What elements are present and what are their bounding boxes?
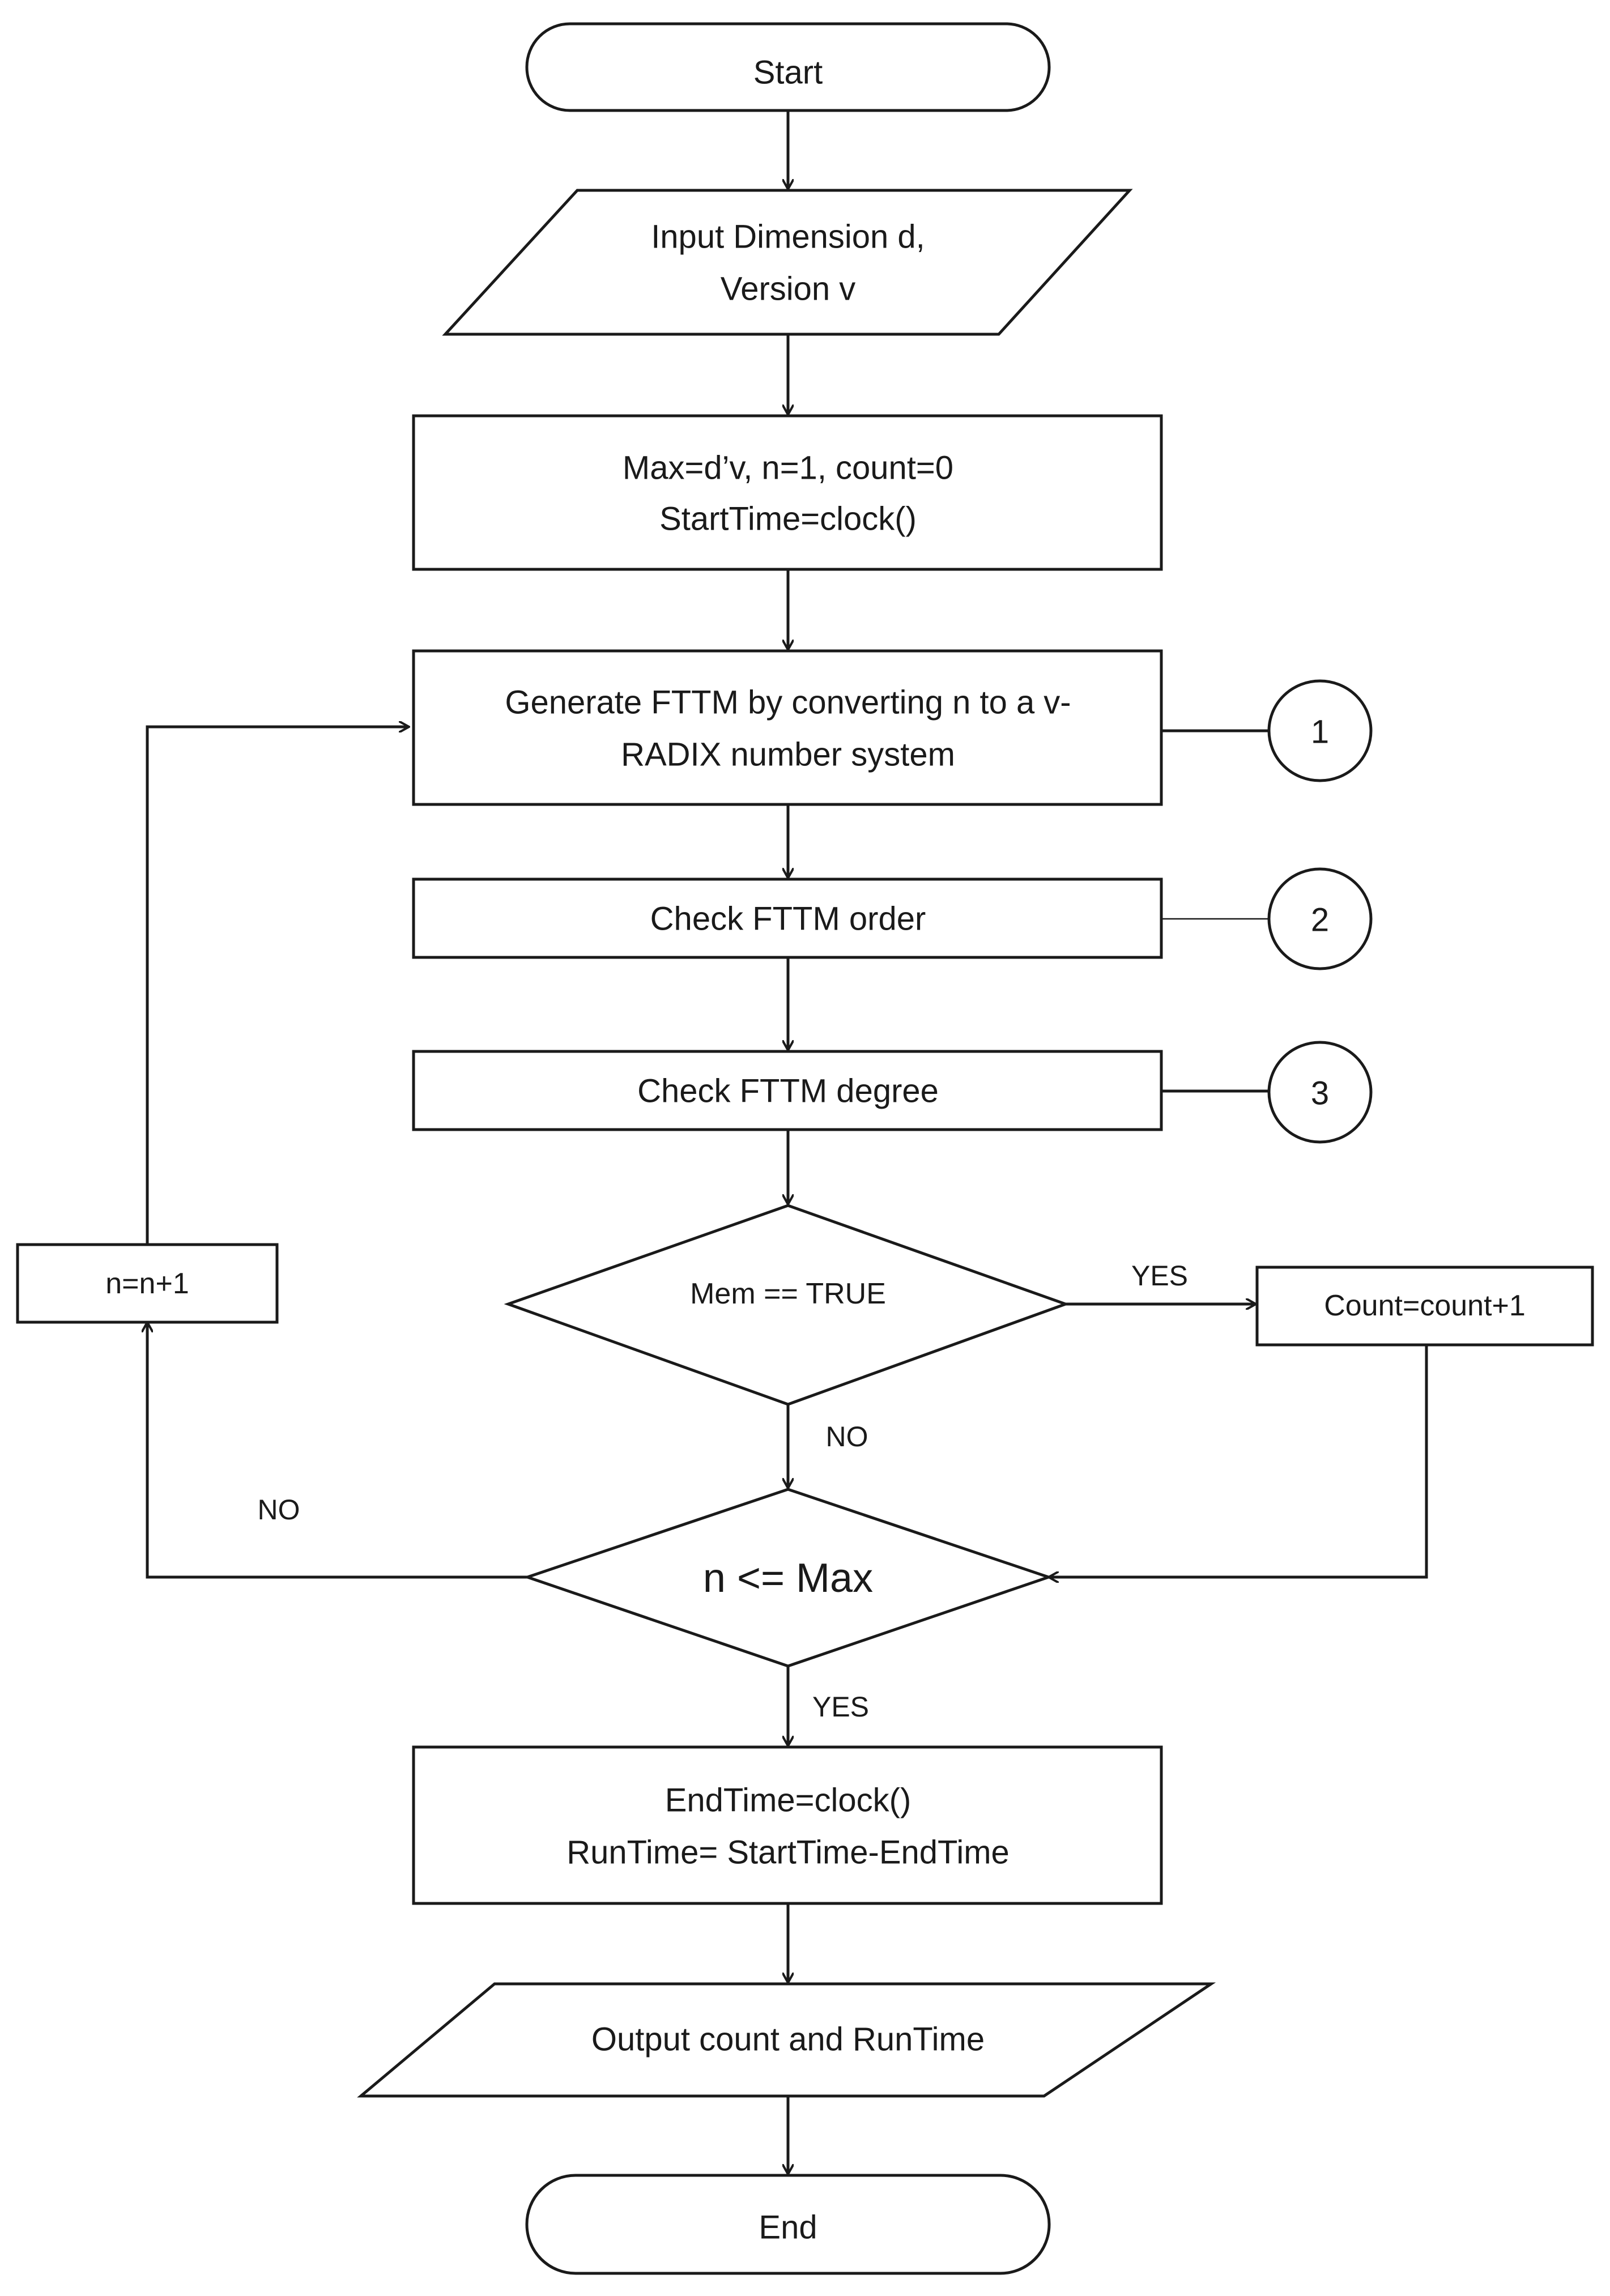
edge-count-to-n-decision: [1049, 1345, 1428, 1577]
mem-decision-label: Mem == TRUE: [690, 1277, 886, 1310]
input-label-line2: Version v: [721, 271, 856, 308]
endtime-label-line2: RunTime= StartTime-EndTime: [567, 1834, 1010, 1871]
connector-2: 2: [1267, 867, 1373, 970]
connector-3: 3: [1267, 1041, 1373, 1144]
edge-n-no-to-increment: [147, 1322, 527, 1579]
n-increment-label: n=n+1: [105, 1267, 189, 1300]
n-increment-node: n=n+1: [16, 1243, 279, 1324]
end-node: End: [525, 2174, 1051, 2275]
count-increment-label: Count=count+1: [1324, 1289, 1526, 1322]
init-label-line2: StartTime=clock(): [659, 501, 917, 538]
count-increment-node: Count=count+1: [1255, 1266, 1594, 1347]
connector-2-label: 2: [1311, 902, 1329, 939]
output-label: Output count and RunTime: [591, 2021, 985, 2058]
input-node: Input Dimension d, Version v: [442, 189, 1133, 336]
edges: [146, 110, 1428, 2174]
init-label-line1: Max=d’v, n=1, count=0: [623, 450, 953, 487]
edge-increment-to-generate: [146, 727, 409, 1243]
start-node: Start: [525, 22, 1051, 112]
n-decision-label: n <= Max: [703, 1556, 873, 1601]
generate-node: Generate FTTM by converting n to a v- RA…: [412, 649, 1163, 806]
endtime-node: EndTime=clock() RunTime= StartTime-EndTi…: [412, 1745, 1163, 1905]
check-order-node: Check FTTM order: [412, 877, 1163, 959]
generate-label-line2: RADIX number system: [621, 736, 955, 773]
check-degree-label: Check FTTM degree: [637, 1073, 939, 1110]
output-node: Output count and RunTime: [357, 1982, 1216, 2098]
init-node: Max=d’v, n=1, count=0 StartTime=clock(): [412, 414, 1163, 571]
check-order-label: Check FTTM order: [650, 901, 926, 938]
mem-yes-label: YES: [1131, 1260, 1188, 1292]
end-label: End: [759, 2209, 817, 2246]
check-degree-node: Check FTTM degree: [412, 1050, 1163, 1131]
start-label: Start: [753, 54, 823, 91]
connector-3-label: 3: [1311, 1075, 1329, 1112]
generate-label-line1: Generate FTTM by converting n to a v-: [505, 684, 1071, 721]
endtime-label-line1: EndTime=clock(): [665, 1782, 912, 1819]
mem-decision-node: Mem == TRUE: [504, 1204, 1070, 1406]
mem-no-label: NO: [826, 1421, 868, 1452]
input-label-line1: Input Dimension d,: [651, 219, 925, 255]
connector-1: 1: [1267, 679, 1373, 782]
n-decision-node: n <= Max: [523, 1488, 1053, 1668]
n-no-label: NO: [258, 1494, 300, 1526]
connector-1-label: 1: [1311, 714, 1329, 751]
n-yes-label: YES: [812, 1691, 869, 1723]
